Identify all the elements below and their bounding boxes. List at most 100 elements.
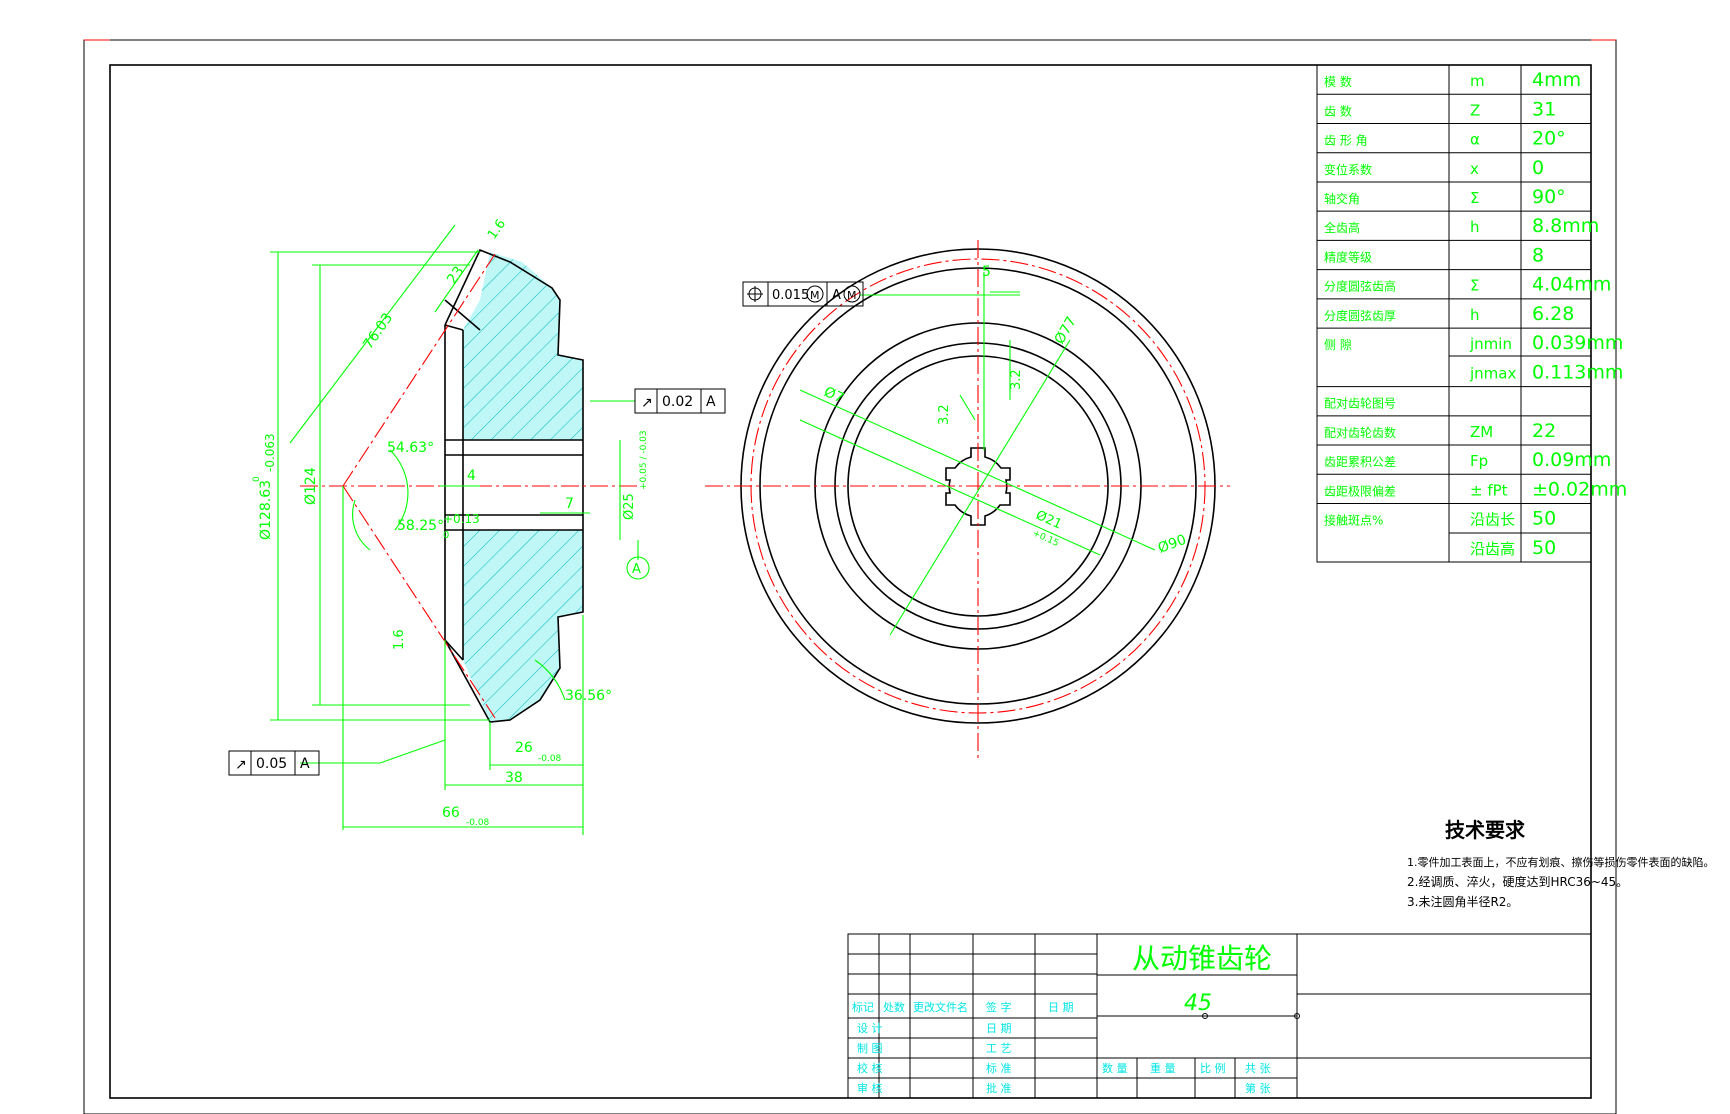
datum-label: A bbox=[300, 756, 310, 772]
runout-bottom-value: 0.05 bbox=[256, 756, 287, 772]
tb-scale: 比 例 bbox=[1200, 1061, 1226, 1075]
param-value: 8 bbox=[1532, 244, 1544, 266]
tb-change: 更改文件名 bbox=[913, 1000, 968, 1014]
front-view: 0.015 M A M 5 Ø77 Ø7 3.2 3.2 Ø21 +0.15 Ø… bbox=[705, 240, 1230, 760]
param-value: 20° bbox=[1532, 128, 1566, 150]
dim-d1-tol-lower: -0.063 bbox=[263, 433, 277, 472]
tech-req-item-1: 1.零件加工表面上，不应有划痕、擦伤等损伤零件表面的缺陷。 bbox=[1407, 855, 1715, 869]
tb-sign: 签 字 bbox=[986, 1000, 1012, 1014]
drawing-title: 从动锥齿轮 bbox=[1132, 942, 1272, 975]
tb-mark: 标记 bbox=[852, 1000, 874, 1014]
param-name: 变位系数 bbox=[1324, 162, 1372, 177]
param-value: 0.113mm bbox=[1532, 361, 1623, 383]
param-name: 齿距累积公差 bbox=[1324, 455, 1396, 469]
sheet-border bbox=[83, 39, 1617, 1114]
mmc-modifier-2: M bbox=[847, 289, 857, 302]
spline-bore bbox=[945, 447, 1011, 526]
param-value: 0.039mm bbox=[1532, 332, 1623, 354]
dim-66: 66 bbox=[442, 805, 460, 821]
param-symbol: jnmax bbox=[1469, 364, 1516, 382]
param-name: 轴交角 bbox=[1324, 191, 1360, 206]
section-hatch-bottom bbox=[463, 530, 583, 722]
svg-text:↗: ↗ bbox=[641, 395, 653, 411]
angle-5463: 54.63° bbox=[387, 440, 434, 456]
param-name: 分度圆弦齿厚 bbox=[1324, 308, 1396, 323]
runout-top-value: 0.02 bbox=[662, 394, 693, 410]
param-value: ±0.02mm bbox=[1532, 478, 1627, 500]
param-name: 精度等级 bbox=[1324, 249, 1372, 264]
tech-req-item-3: 3.未注圆角半径R2。 bbox=[1407, 894, 1518, 909]
param-value: 4mm bbox=[1532, 69, 1581, 91]
param-symbol: Σ bbox=[1470, 277, 1479, 295]
material-label: 45 bbox=[1184, 991, 1212, 1016]
tb-date2: 日 期 bbox=[986, 1022, 1012, 1035]
dim-d77: Ø77 bbox=[1052, 314, 1080, 347]
dim-76: 76.03 bbox=[360, 310, 396, 352]
tb-draw: 制 图 bbox=[857, 1042, 883, 1055]
tb-standard: 标 准 bbox=[986, 1061, 1012, 1075]
param-name: 齿 数 bbox=[1324, 103, 1352, 118]
dim-d21: Ø21 bbox=[1033, 508, 1064, 533]
param-value: 0 bbox=[1532, 157, 1544, 179]
dim-d90: Ø90 bbox=[1156, 532, 1189, 557]
svg-text:↗: ↗ bbox=[235, 757, 247, 773]
datum-label: A bbox=[706, 394, 716, 410]
bore-dim: Ø25 bbox=[622, 493, 637, 520]
dim-7: 7 bbox=[565, 496, 574, 512]
param-symbol: Fp bbox=[1470, 452, 1488, 470]
param-symbol: α bbox=[1470, 131, 1480, 149]
param-name: 齿距极限偏差 bbox=[1324, 483, 1396, 498]
dim-d1: Ø128.63 bbox=[258, 480, 274, 540]
param-symbol: jnmin bbox=[1469, 335, 1512, 353]
roughness-top: 1.6 bbox=[485, 217, 509, 243]
param-symbol: x bbox=[1470, 160, 1479, 178]
angle-5825: 58.25° bbox=[397, 518, 444, 534]
param-name: 分度圆弦齿高 bbox=[1324, 279, 1396, 294]
datum-letter: A bbox=[632, 562, 641, 577]
tb-zones: 处数 bbox=[883, 1001, 905, 1014]
angle-3656: 36.56° bbox=[565, 688, 612, 704]
param-symbol: ZM bbox=[1470, 423, 1493, 441]
param-symbol: m bbox=[1470, 72, 1485, 90]
tb-sheet: 第 张 bbox=[1245, 1081, 1271, 1095]
tb-date: 日 期 bbox=[1048, 1001, 1074, 1014]
tech-requirements: 技术要求 1.零件加工表面上，不应有划痕、擦伤等损伤零件表面的缺陷。 2.经调质… bbox=[1407, 818, 1715, 909]
runout-frame-bottom: ↗ 0.05 A bbox=[228, 750, 320, 776]
param-value: 50 bbox=[1532, 508, 1556, 530]
tech-req-item-2: 2.经调质、淬火，硬度达到HRC36~45。 bbox=[1407, 874, 1628, 889]
title-block: 从动锥齿轮 45 标记 处数 更改文件名 签 字 日 期 设 计 制 图 校 核… bbox=[847, 933, 1592, 1099]
param-symbol: h bbox=[1470, 306, 1480, 324]
param-symbol: h bbox=[1470, 218, 1480, 236]
roughness-32b: 3.2 bbox=[937, 404, 952, 425]
param-value: 8.8mm bbox=[1532, 215, 1599, 237]
dim-26: 26 bbox=[515, 740, 533, 756]
param-name: 配对齿轮图号 bbox=[1324, 397, 1396, 411]
runout-frame-top: ↗ 0.02 A bbox=[634, 388, 726, 414]
tb-design: 设 计 bbox=[857, 1022, 883, 1035]
datum-marker: A bbox=[626, 556, 650, 580]
param-symbol: ± fPt bbox=[1470, 481, 1508, 499]
param-value: 6.28 bbox=[1532, 303, 1574, 325]
dim-38: 38 bbox=[505, 770, 523, 786]
param-symbol: 沿齿高 bbox=[1470, 540, 1515, 558]
side-section-view: ↗ 0.02 A ↗ 0.05 A A Ø128.63 0 -0.063 Ø12… bbox=[228, 217, 726, 835]
tb-qty: 数 量 bbox=[1102, 1062, 1128, 1075]
position-tol-value: 0.015 bbox=[772, 288, 809, 303]
param-value: 4.04mm bbox=[1532, 274, 1611, 296]
tol-0: 0 bbox=[443, 530, 449, 541]
param-name: 齿 形 角 bbox=[1324, 134, 1368, 148]
mmc-modifier: M bbox=[810, 289, 820, 302]
dim-66-tol: -0.08 bbox=[466, 818, 490, 828]
roughness-bottom: 1.6 bbox=[392, 629, 407, 650]
param-symbol: Z bbox=[1470, 101, 1480, 119]
tb-process: 工 艺 bbox=[986, 1042, 1012, 1055]
param-name: 接触斑点% bbox=[1324, 513, 1383, 528]
param-name: 模 数 bbox=[1324, 74, 1352, 89]
section-hatch-top bbox=[463, 252, 583, 440]
param-name: 侧 隙 bbox=[1324, 338, 1352, 352]
roughness-32a: 3.2 bbox=[1009, 369, 1024, 390]
tb-review: 审 核 bbox=[857, 1081, 883, 1095]
bore-tol: +0.05 / -0.03 bbox=[639, 430, 649, 490]
